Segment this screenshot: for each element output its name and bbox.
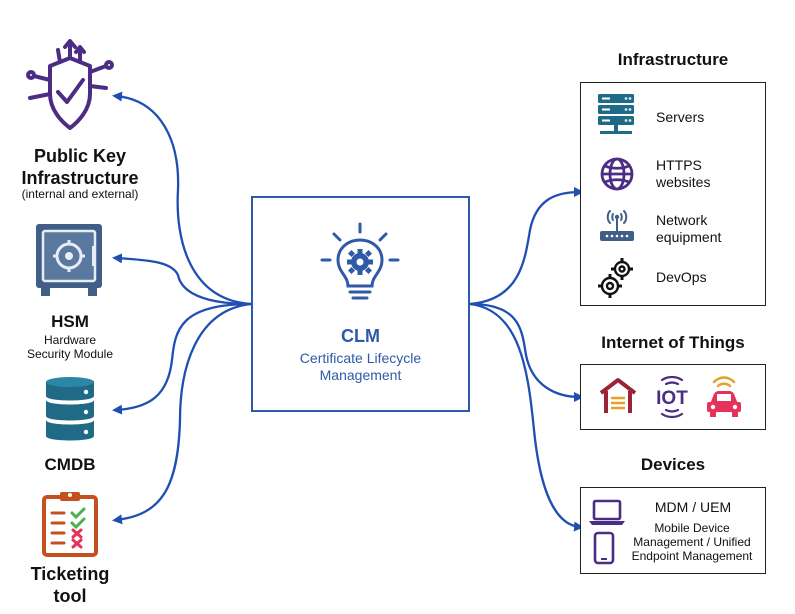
hsm-sublabel-line1: Hardware bbox=[43, 333, 97, 347]
servers-label: Servers bbox=[656, 109, 705, 125]
arrow-to-infrastructure bbox=[469, 187, 584, 306]
network-label-line2: equipment bbox=[656, 229, 722, 245]
ticketing-label-line2: tool bbox=[53, 586, 87, 606]
mdm-sublabel-line2: Management / Unified bbox=[633, 535, 751, 549]
arrow-to-devices bbox=[469, 302, 584, 532]
globe-icon bbox=[600, 157, 634, 191]
ticketing-label-line1: Ticketing bbox=[30, 564, 110, 584]
arrow-to-hsm bbox=[112, 253, 252, 306]
devops-label: DevOps bbox=[656, 269, 707, 285]
https-label-line1: HTTPS bbox=[656, 157, 702, 173]
iot-title: Internet of Things bbox=[601, 333, 745, 352]
arrow-to-cmdb bbox=[112, 302, 252, 415]
https-label-line2: websites bbox=[656, 174, 711, 190]
hsm-sublabel-line2: Security Module bbox=[26, 347, 114, 361]
iot-wireless-icon: IOT bbox=[656, 375, 688, 419]
arrow-to-pki bbox=[112, 91, 252, 306]
clm-subtitle-line1: Certificate Lifecycle bbox=[299, 350, 422, 366]
network-label-line1: Network bbox=[656, 212, 708, 228]
mdm-sublabel: Mobile Device Management / Unified Endpo… bbox=[622, 521, 762, 563]
arrow-to-iot bbox=[469, 302, 584, 402]
smart-home-icon bbox=[599, 378, 637, 413]
clipboard-checklist-icon bbox=[42, 492, 98, 557]
gears-icon bbox=[598, 258, 633, 298]
mdm-sublabel-line3: Endpoint Management bbox=[631, 549, 753, 563]
devices-title: Devices bbox=[640, 455, 706, 474]
infrastructure-title: Infrastructure bbox=[617, 50, 729, 69]
network-router-icon bbox=[600, 210, 634, 241]
server-icon bbox=[598, 94, 634, 134]
shield-check-icon bbox=[26, 39, 114, 130]
clm-subtitle-line2: Management bbox=[319, 367, 402, 383]
pki-sublabel: (internal and external) bbox=[21, 187, 139, 201]
pki-label: Public Key Infrastructure bbox=[10, 145, 150, 189]
hsm-sublabel: Hardware Security Module bbox=[0, 333, 140, 361]
iot-text: IOT bbox=[656, 388, 688, 409]
laptop-icon bbox=[589, 499, 625, 525]
pki-label-line1: Public Key bbox=[33, 146, 127, 166]
smartphone-icon bbox=[593, 531, 615, 565]
connected-car-icon bbox=[707, 376, 741, 417]
arrow-to-ticketing bbox=[112, 302, 252, 525]
lightbulb-gear-icon bbox=[320, 222, 400, 300]
safe-icon bbox=[36, 224, 102, 296]
clm-subtitle: Certificate Lifecycle Management bbox=[251, 350, 470, 384]
hsm-label: HSM bbox=[51, 312, 89, 331]
https-label: HTTPS websites bbox=[656, 157, 710, 191]
pki-label-line2: Infrastructure bbox=[21, 168, 139, 188]
clm-title: CLM bbox=[341, 326, 380, 346]
cmdb-label: CMDB bbox=[44, 455, 96, 474]
network-label: Network equipment bbox=[656, 212, 721, 246]
database-icon bbox=[46, 377, 94, 441]
mdm-sublabel-line1: Mobile Device bbox=[654, 521, 730, 535]
mdm-title: MDM / UEM bbox=[654, 499, 732, 515]
ticketing-label: Ticketing tool bbox=[10, 563, 130, 607]
